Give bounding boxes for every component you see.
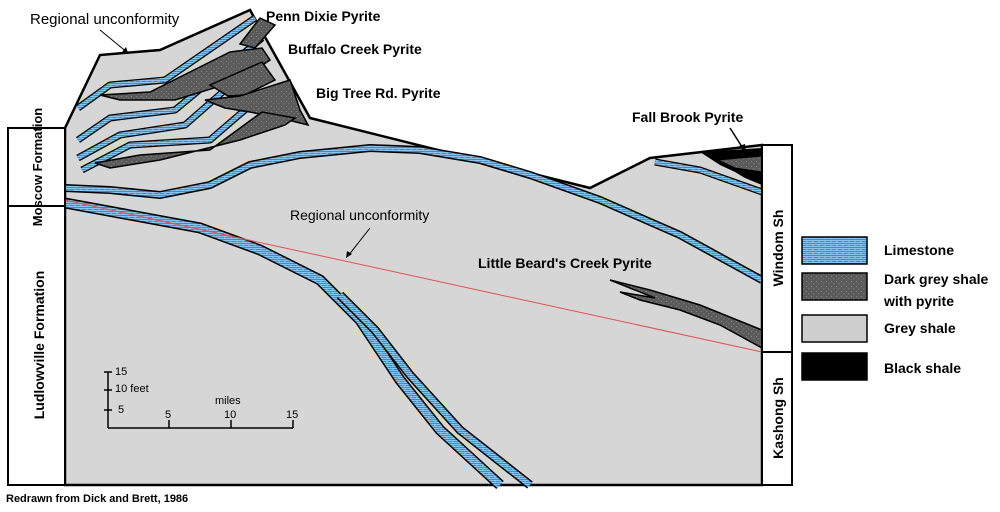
ludlowville-formation-label: Ludlowville Formation	[31, 271, 47, 420]
little-beards-label: Little Beard's Creek Pyrite	[478, 255, 652, 271]
legend-label-dark-shale-1: Dark grey shale	[884, 271, 988, 287]
scale-v-5: 5	[118, 404, 124, 416]
legend-swatch-black-shale	[801, 352, 868, 381]
dark-shale-wedges-upper	[94, 17, 310, 169]
legend-swatch-grey-shale	[801, 314, 868, 343]
legend-swatch-dark-shale	[801, 272, 868, 301]
right-limestone-fill	[654, 159, 763, 195]
windom-sh-label: Windom Sh	[770, 210, 786, 287]
regional-unconformity-mid-label: Regional unconformity	[290, 207, 429, 223]
regional-unconformity-line	[64, 199, 763, 353]
penn-dixie-label: Penn Dixie Pyrite	[266, 8, 381, 24]
kashong-sh-label: Kashong Sh	[770, 377, 786, 459]
unconformity-top-arrow	[99, 29, 129, 54]
big-tree-label: Big Tree Rd. Pyrite	[316, 85, 441, 101]
legend-label-limestone: Limestone	[884, 242, 954, 258]
buffalo-creek-label: Buffalo Creek Pyrite	[288, 41, 422, 57]
right-column	[761, 144, 793, 486]
regional-unconformity-top-label: Regional unconformity	[30, 11, 180, 28]
unconformity-mid-arrow	[347, 227, 371, 257]
legend-label-dark-shale-2: with pyrite	[883, 293, 954, 309]
little-beards-dark-shale	[609, 279, 763, 350]
lower-limestone-split-fill	[337, 292, 532, 488]
scale-h-5: 5	[165, 409, 171, 421]
scale-v-10: 10 feet	[115, 383, 149, 395]
legend-label-black-shale: Black shale	[884, 360, 961, 376]
credit-text: Redrawn from Dick and Brett, 1986	[6, 493, 188, 505]
middle-limestone-fill	[64, 145, 764, 283]
legend: Limestone Dark grey shale with pyrite Gr…	[801, 236, 988, 381]
scale-h-15: 15	[286, 409, 298, 421]
scale-h-10: 10	[224, 409, 236, 421]
legend-label-grey-shale: Grey shale	[884, 320, 956, 336]
scale-bar	[104, 371, 294, 429]
left-column	[7, 127, 66, 486]
fall-brook-label: Fall Brook Pyrite	[632, 109, 743, 125]
moscow-formation-label: Moscow Formation	[30, 108, 45, 227]
scale-v-15: 15	[115, 366, 127, 378]
legend-swatch-limestone	[801, 236, 868, 265]
scale-h-title: miles	[215, 395, 241, 407]
